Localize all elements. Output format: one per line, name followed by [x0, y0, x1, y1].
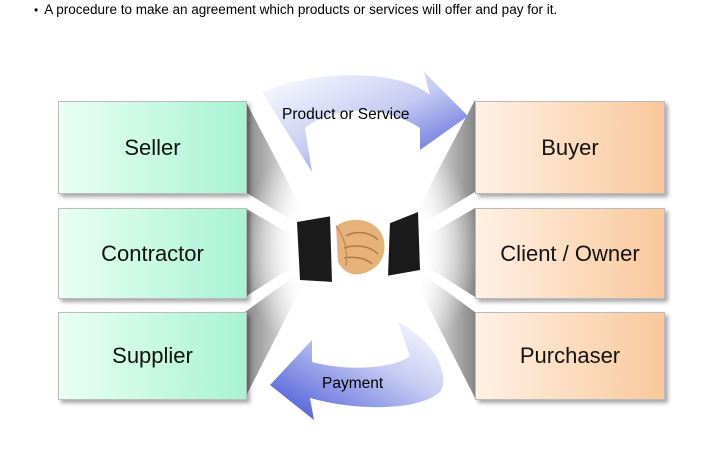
- supplier-box: Supplier: [58, 312, 247, 400]
- intro-line: • A procedure to make an agreement which…: [34, 2, 557, 17]
- top-curved-arrow: [262, 72, 468, 172]
- buyer-box: Buyer: [475, 101, 665, 194]
- intro-text: A procedure to make an agreement which p…: [44, 2, 558, 17]
- purchaser-box: Purchaser: [475, 312, 665, 400]
- contractor-box: Contractor: [58, 208, 247, 299]
- client-owner-box: Client / Owner: [475, 208, 665, 299]
- seller-box: Seller: [58, 101, 247, 194]
- product-or-service-label: Product or Service: [282, 106, 410, 123]
- payment-label: Payment: [322, 375, 384, 392]
- bullet-point: •: [34, 2, 39, 17]
- bottom-curved-arrow: [270, 322, 444, 420]
- handshake-icon: [297, 212, 420, 282]
